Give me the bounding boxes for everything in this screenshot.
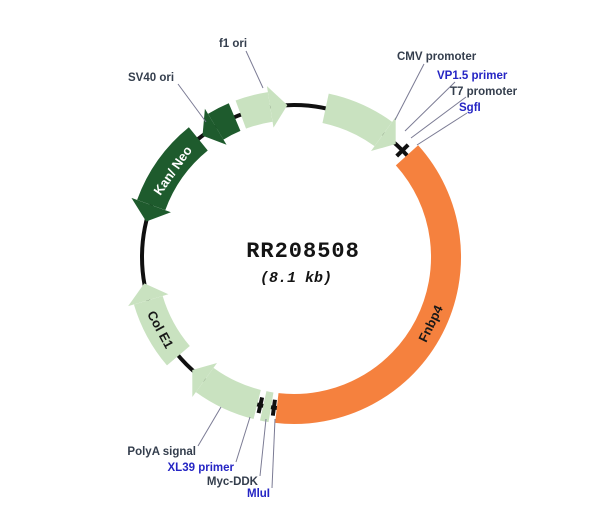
- label-sgfi: SgfI: [459, 102, 481, 114]
- label-vp15: VP1.5 primer: [437, 70, 508, 82]
- feature-arc-sv40-ori: [207, 103, 241, 140]
- feature-arc-polya-signal: [195, 367, 262, 420]
- label-mlui: MluI: [247, 488, 270, 500]
- tick-myc-ddk-boundary: [256, 396, 265, 414]
- feature-arc-cmv-promoter: [322, 93, 393, 147]
- label-cmv: CMV promoter: [397, 51, 477, 63]
- leader-line-f1-ori: [245, 50, 264, 89]
- leader-line-cmv: [394, 63, 425, 121]
- label-myc-ddk: Myc-DDK: [207, 476, 259, 488]
- feature-arrowhead-kan-neo: [131, 197, 171, 222]
- leader-line-vp15: [404, 81, 456, 132]
- label-sv40-ori: SV40 ori: [128, 72, 174, 84]
- label-xl39: XL39 primer: [168, 462, 235, 474]
- tick-sgfi-site: [395, 143, 410, 158]
- plasmid-size: (8.1 kb): [260, 270, 332, 287]
- leader-line-t7: [410, 96, 467, 139]
- leader-line-mlui: [271, 418, 276, 489]
- feature-arc-myc-ddk-tag: [259, 391, 274, 423]
- plasmid-title: RR208508: [246, 239, 360, 264]
- feature-arrowhead-f1-ori: [266, 86, 288, 128]
- leader-line-xl39: [235, 416, 251, 463]
- feature-arrowhead-polya-signal: [192, 362, 218, 397]
- feature-arc-f1-ori: [235, 92, 273, 129]
- feature-arc-fnbp4-orf: [275, 145, 462, 424]
- feature-arrowhead-sv40-ori: [202, 108, 227, 145]
- label-f1-ori: f1 ori: [219, 38, 247, 50]
- tick-mlui-site: [270, 399, 277, 416]
- label-polya: PolyA signal: [127, 446, 196, 458]
- leader-line-sv40-ori: [177, 83, 207, 123]
- leader-line-sgfi: [416, 112, 468, 146]
- leader-line-myc-ddk: [259, 418, 267, 477]
- label-t7: T7 promoter: [450, 86, 518, 98]
- leader-line-polya: [197, 406, 222, 447]
- feature-arc-kan-neo: [137, 127, 209, 211]
- feature-arc-col-e1: [133, 295, 191, 366]
- feature-arrowhead-col-e1: [128, 283, 169, 307]
- feature-arrowhead-cmv-promoter: [370, 117, 396, 152]
